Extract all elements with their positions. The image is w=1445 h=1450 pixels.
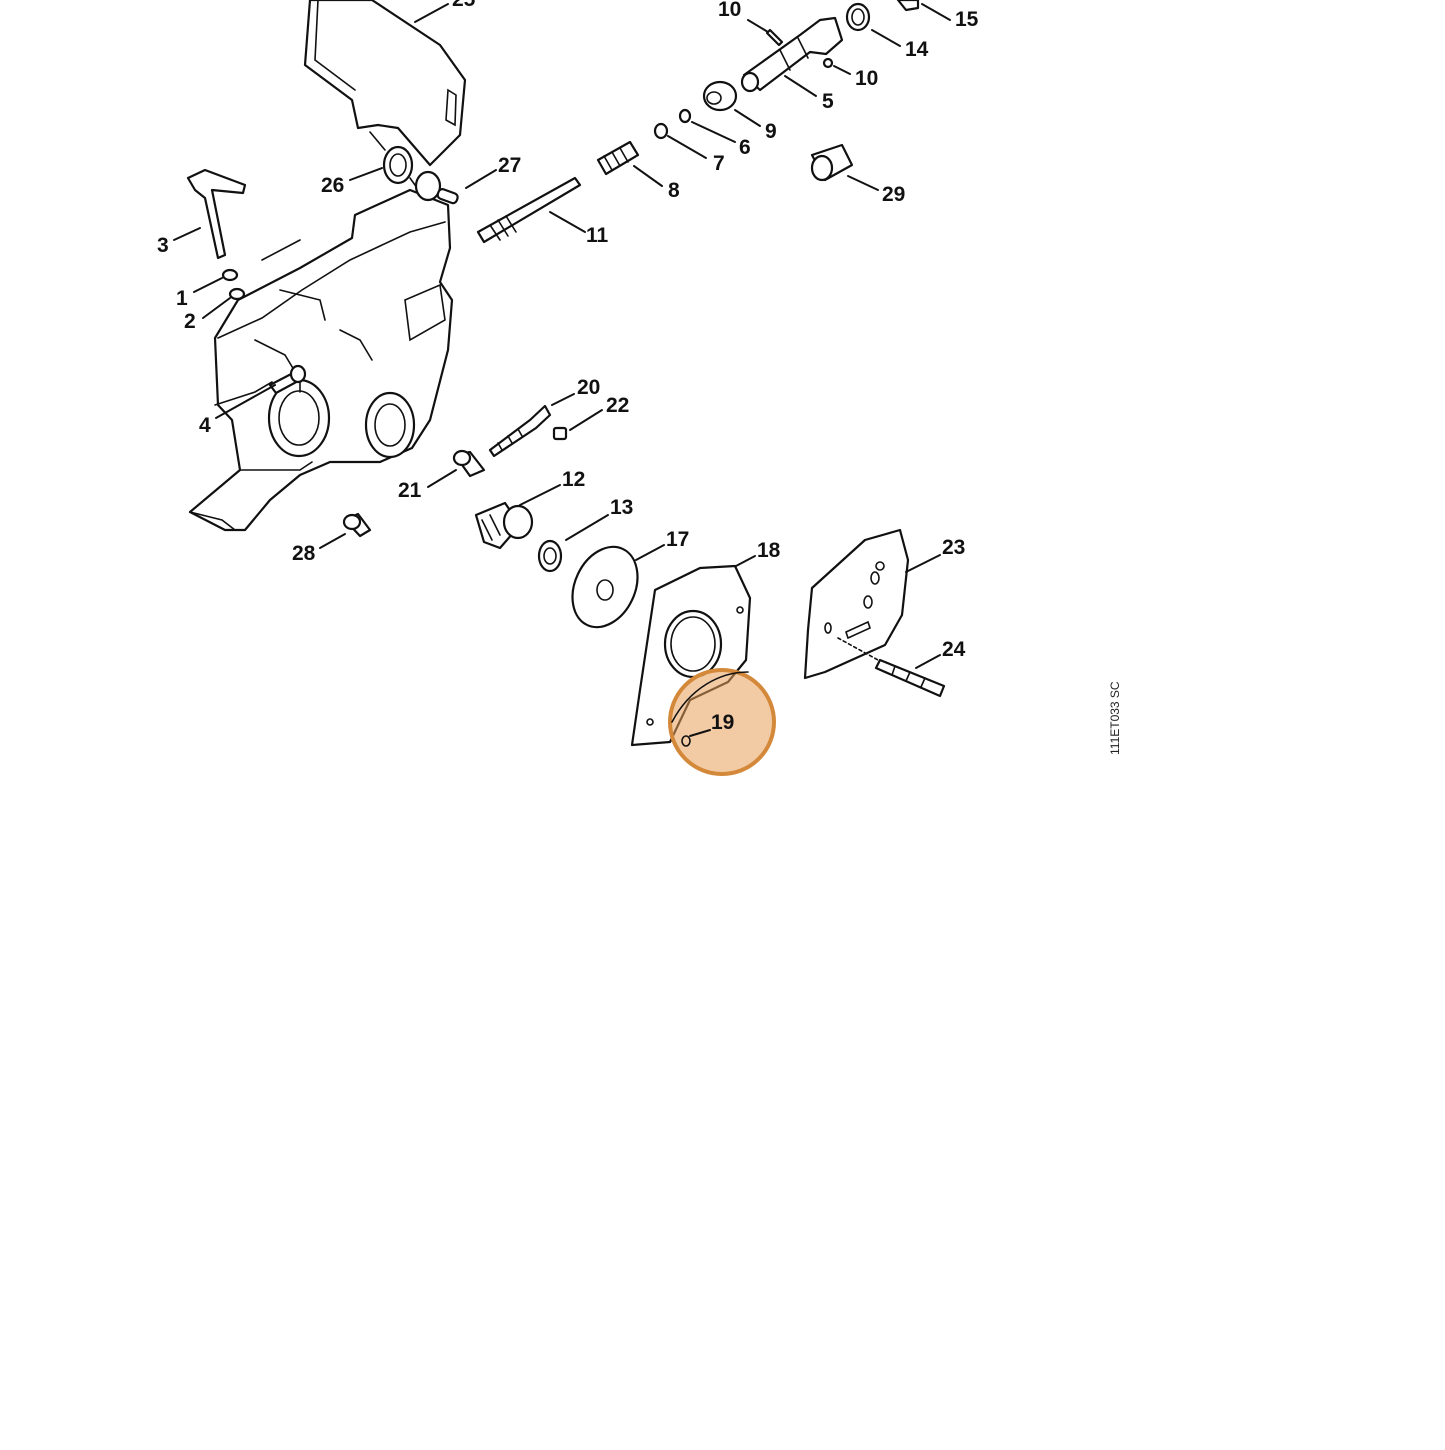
pin bbox=[414, 170, 459, 205]
sleeve-29 bbox=[810, 143, 854, 182]
sleeve-9 bbox=[702, 80, 738, 112]
lever bbox=[186, 168, 247, 260]
callout-12: 12 bbox=[562, 468, 585, 491]
shaft bbox=[476, 176, 582, 244]
screw-10a bbox=[765, 28, 784, 47]
callout-24: 24 bbox=[942, 638, 966, 661]
callout-23: 23 bbox=[942, 536, 965, 559]
washer-13 bbox=[537, 539, 563, 573]
snap-ring bbox=[845, 2, 871, 32]
drawing-code: 111ET033 SC bbox=[1108, 681, 1122, 755]
disc-17 bbox=[571, 545, 639, 629]
callout-28: 28 bbox=[292, 542, 316, 565]
callout-19: 19 bbox=[711, 711, 734, 734]
callout-25: 25 bbox=[452, 0, 476, 11]
callout-4: 4 bbox=[199, 414, 211, 437]
pin-21 bbox=[452, 449, 486, 478]
callout-5: 5 bbox=[822, 90, 834, 113]
screw-10b bbox=[822, 57, 834, 69]
callout-labels: 25 10 15 14 10 5 9 6 7 8 29 27 26 11 3 1… bbox=[157, 0, 979, 734]
callout-1: 1 bbox=[176, 287, 188, 310]
callout-6: 6 bbox=[739, 136, 751, 159]
cap-15 bbox=[896, 0, 920, 12]
plate-edge-behind-highlight bbox=[671, 671, 749, 723]
callout-14: 14 bbox=[905, 38, 929, 61]
callout-26: 26 bbox=[321, 174, 344, 197]
o-ring-6 bbox=[678, 108, 692, 124]
housing bbox=[188, 188, 454, 532]
plate-18 bbox=[630, 564, 752, 747]
spring bbox=[596, 140, 640, 176]
adjusting-screw bbox=[488, 404, 552, 458]
screw-4 bbox=[268, 364, 307, 395]
guide-plate bbox=[803, 528, 910, 680]
callout-9: 9 bbox=[765, 120, 777, 143]
callout-15: 15 bbox=[955, 8, 979, 31]
washer-2 bbox=[228, 287, 246, 301]
callout-21: 21 bbox=[398, 479, 422, 502]
callout-8: 8 bbox=[668, 179, 680, 202]
callout-7: 7 bbox=[713, 152, 725, 175]
callout-18: 18 bbox=[757, 539, 781, 562]
callout-20: 20 bbox=[577, 376, 600, 399]
callout-13: 13 bbox=[610, 496, 633, 519]
callout-10b: 10 bbox=[855, 67, 878, 90]
callout-3: 3 bbox=[157, 234, 169, 257]
highlight-marker bbox=[668, 668, 776, 776]
leader-lines bbox=[173, 3, 951, 737]
washer-1 bbox=[221, 268, 239, 282]
callout-11: 11 bbox=[586, 224, 609, 247]
handguard bbox=[303, 0, 467, 167]
worm-gear bbox=[474, 501, 534, 550]
callout-17: 17 bbox=[666, 528, 689, 551]
callout-10a: 10 bbox=[718, 0, 741, 21]
cap-28 bbox=[342, 512, 372, 538]
callout-27: 27 bbox=[498, 154, 521, 177]
nut-22 bbox=[552, 426, 568, 441]
callout-22: 22 bbox=[606, 394, 629, 417]
callout-29: 29 bbox=[882, 183, 905, 206]
stud-24 bbox=[837, 637, 946, 698]
pump-piston bbox=[740, 16, 844, 93]
pin-19 bbox=[681, 735, 691, 747]
callout-2: 2 bbox=[184, 310, 196, 333]
washer-7 bbox=[653, 122, 669, 140]
